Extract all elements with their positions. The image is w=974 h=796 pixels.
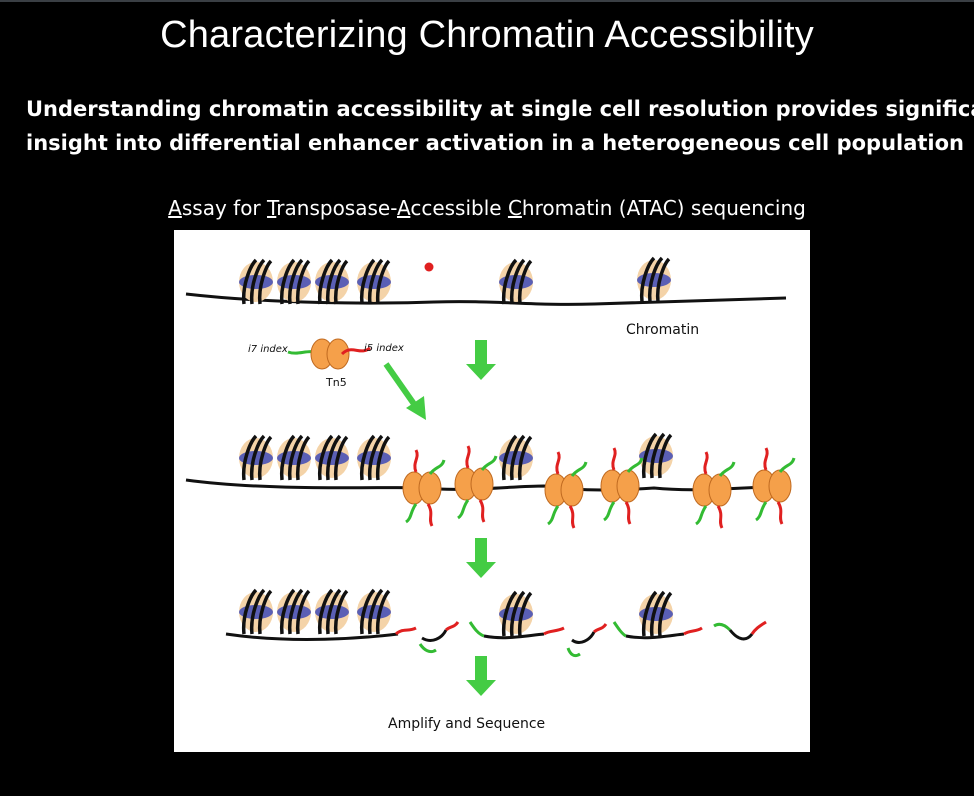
nucleosome-icon: [637, 432, 675, 480]
tn5-transposome: i7 index i5 index Tn5: [248, 338, 404, 389]
down-arrow-icon: [466, 656, 496, 696]
nucleosome-icon: [313, 434, 351, 482]
assay-letter-ac: A: [396, 196, 411, 220]
tn5-bound-icon: [691, 450, 736, 530]
nucleosome-icon: [355, 258, 393, 306]
chromatin-row: Chromatin: [185, 256, 787, 338]
nucleosome-icon: [497, 258, 535, 306]
assay-letter-t: T: [267, 196, 277, 220]
i7-index-label: i7 index: [248, 344, 288, 355]
slide-title: Characterizing Chromatin Accessibility: [160, 14, 814, 56]
nucleosome-icon: [313, 588, 351, 636]
tn5-bound-icon: [453, 444, 498, 524]
tn5-bound-icon: [401, 448, 446, 528]
assay-word-t-rest: ransposase-: [276, 196, 397, 220]
nucleosome-icon: [355, 588, 393, 636]
nucleosome-icon: [275, 588, 313, 636]
fragments-row: [225, 588, 767, 658]
nucleosome-icon: [237, 588, 275, 636]
tn5-bound-icon: [751, 446, 796, 526]
tn5-bound-icon: [599, 446, 644, 526]
down-arrow-icon: [466, 538, 496, 578]
nucleosome-icon: [313, 258, 351, 306]
assay-letter-a: A: [168, 196, 182, 220]
assay-word-c-rest: hromatin (ATAC) sequencing: [521, 196, 806, 220]
red-dot-marker: [424, 262, 434, 272]
assay-word-a-rest: ssay for: [181, 196, 268, 220]
tn5-insertion-arrow: [383, 362, 426, 420]
amplify-sequence-label: Amplify and Sequence: [388, 716, 545, 732]
tagmentation-row: [185, 432, 796, 530]
down-arrow-icon: [466, 340, 496, 380]
i5-index-label: i5 index: [364, 343, 404, 354]
nucleosome-icon: [237, 434, 275, 482]
subtitle-line-2: insight into differential enhancer activ…: [26, 131, 964, 155]
atac-diagram: Chromatin i7 index i5 index Tn5: [185, 256, 796, 732]
nucleosome-icon: [497, 434, 535, 482]
assay-title: Assay for Transposase-Accessible Chromat…: [0, 196, 974, 220]
assay-word-ac-rest: ccessible: [410, 196, 508, 220]
tn5-bound-icon: [543, 450, 588, 530]
slide-top-edge: [0, 0, 974, 2]
nucleosome-icon: [637, 590, 675, 638]
slide-subtitle: Understanding chromatin accessibility at…: [26, 92, 974, 160]
nucleosome-icon: [497, 590, 535, 638]
subtitle-line-1: Understanding chromatin accessibility at…: [26, 97, 974, 121]
nucleosome-icon: [355, 434, 393, 482]
chromatin-label: Chromatin: [626, 322, 699, 338]
nucleosome-icon: [635, 256, 673, 304]
nucleosome-icon: [237, 258, 275, 306]
tn5-label: Tn5: [325, 376, 347, 389]
nucleosome-icon: [275, 434, 313, 482]
assay-letter-c: C: [507, 196, 522, 220]
atac-diagram-panel: Chromatin i7 index i5 index Tn5: [174, 230, 810, 752]
nucleosome-icon: [275, 258, 313, 306]
